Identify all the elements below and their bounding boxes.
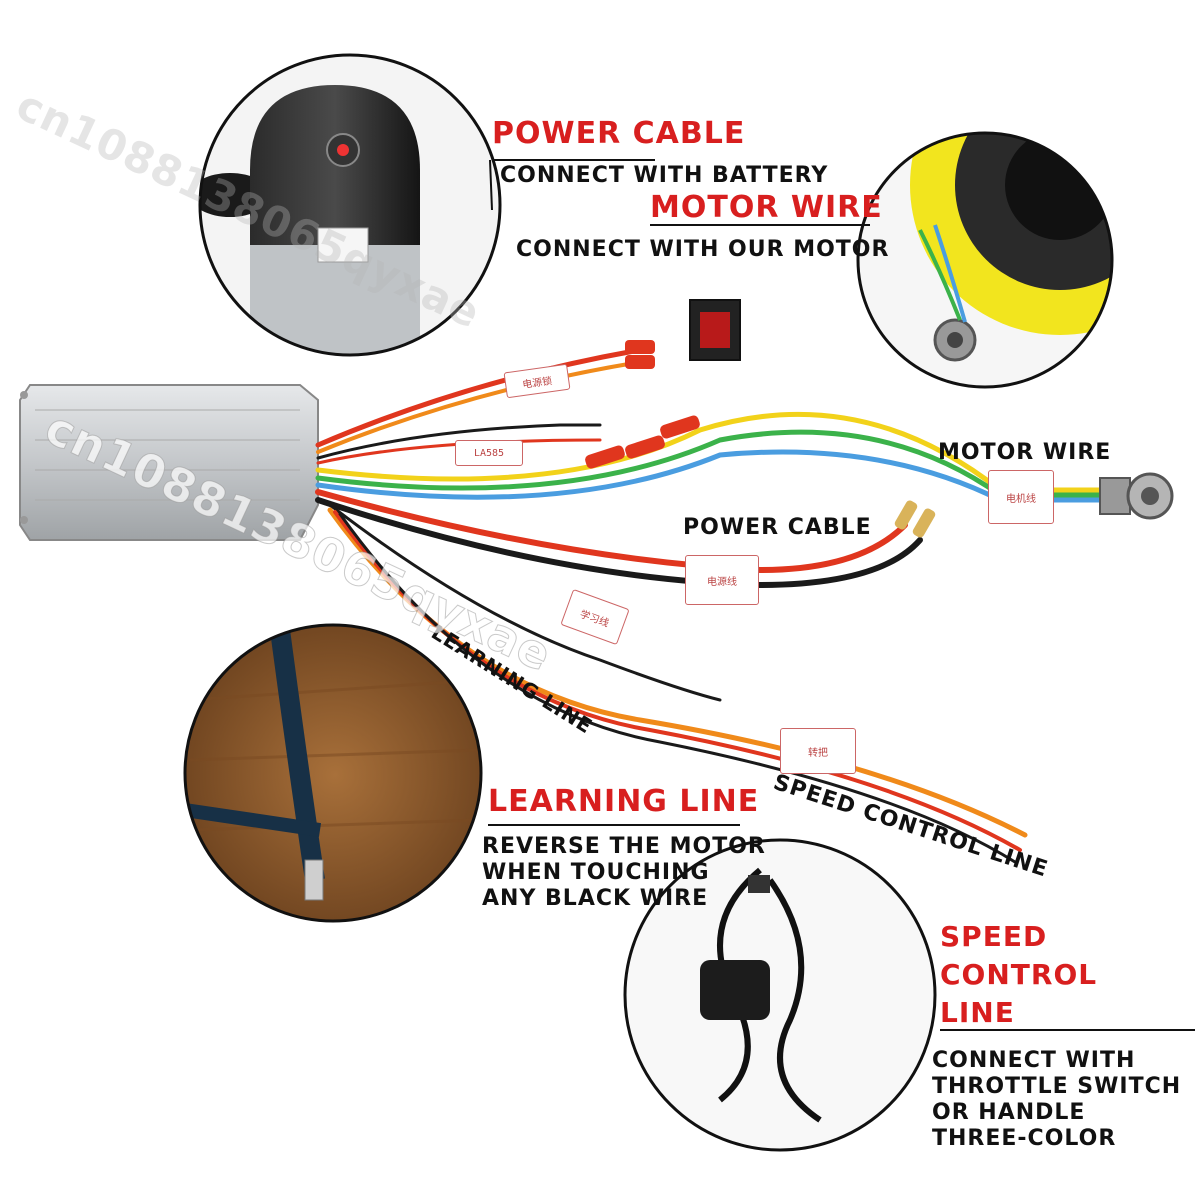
learning-line-desc-1: REVERSE THE MOTOR: [482, 834, 766, 859]
motor-wire-desc: CONNECT WITH OUR MOTOR: [516, 237, 890, 262]
learning-line-title: LEARNING LINE: [488, 784, 760, 819]
motor-wire-label: MOTOR WIRE: [938, 440, 1112, 465]
speed-control-title-3: LINE: [940, 996, 1015, 1029]
motor-wire-title: MOTOR WIRE: [650, 190, 883, 225]
speed-control-desc-3: OR HANDLE: [932, 1100, 1086, 1125]
throttle-photo: [623, 838, 937, 1152]
wire-tag-power: 电源线: [685, 555, 759, 605]
controller-housing: [19, 384, 319, 541]
power-cable-leader: [489, 159, 493, 211]
spade-connectors: [585, 340, 936, 538]
motor-photo: [856, 131, 1114, 389]
wire-tag-throttle: 转把: [780, 728, 856, 774]
speed-control-desc-4: THREE-COLOR: [932, 1126, 1117, 1151]
wire-tag-motor: 电机线: [988, 470, 1054, 524]
battery-photo: [198, 53, 502, 357]
speed-control-title-1: SPEED: [940, 920, 1048, 953]
learning-wire-photo: [183, 623, 483, 923]
speed-control-desc-1: CONNECT WITH: [932, 1048, 1136, 1073]
motor-plug: [1099, 472, 1174, 520]
learning-line-desc-2: WHEN TOUCHING: [482, 860, 710, 885]
power-cable-desc: CONNECT WITH BATTERY: [500, 163, 829, 188]
speed-control-desc-2: THROTTLE SWITCH: [932, 1074, 1182, 1099]
speed-control-title-2: CONTROL: [940, 958, 1098, 991]
power-cable-label: POWER CABLE: [683, 515, 872, 540]
learning-line-desc-3: ANY BLACK WIRE: [482, 886, 709, 911]
power-cable-title: POWER CABLE: [492, 116, 746, 151]
power-switch: [689, 299, 741, 361]
wire-tag-la585: LA585: [455, 440, 523, 466]
